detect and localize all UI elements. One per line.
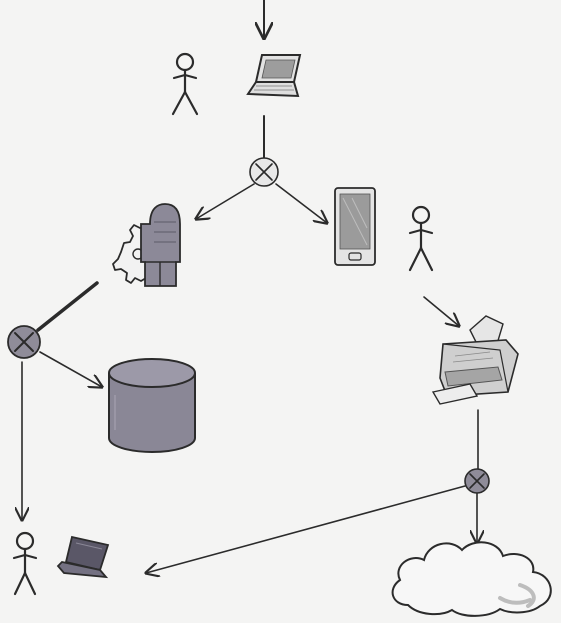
edge-gateway-right-to-laptop (146, 485, 466, 573)
server-gear-icon (112, 203, 181, 287)
gateway-x-icon (249, 157, 279, 187)
laptop-icon (246, 54, 302, 98)
stick-figure-icon (408, 205, 434, 272)
cloud-icon (391, 541, 552, 617)
gateway-x-icon (464, 468, 490, 494)
edge-gateway-left-to-database (39, 351, 102, 387)
laptop-icon (56, 535, 110, 579)
edge-gateway-to-server (196, 183, 255, 219)
connectors (22, 0, 478, 573)
edge-server-to-gateway-left (36, 281, 99, 332)
gateway-x-icon (7, 325, 41, 359)
stick-figure-icon (171, 52, 199, 116)
printer-icon (431, 315, 519, 405)
edge-user-to-printer (423, 296, 459, 326)
database-icon (108, 358, 196, 453)
stick-figure-icon (12, 531, 38, 596)
edge-gateway-to-phone (275, 183, 327, 223)
smartphone-icon (334, 187, 376, 266)
